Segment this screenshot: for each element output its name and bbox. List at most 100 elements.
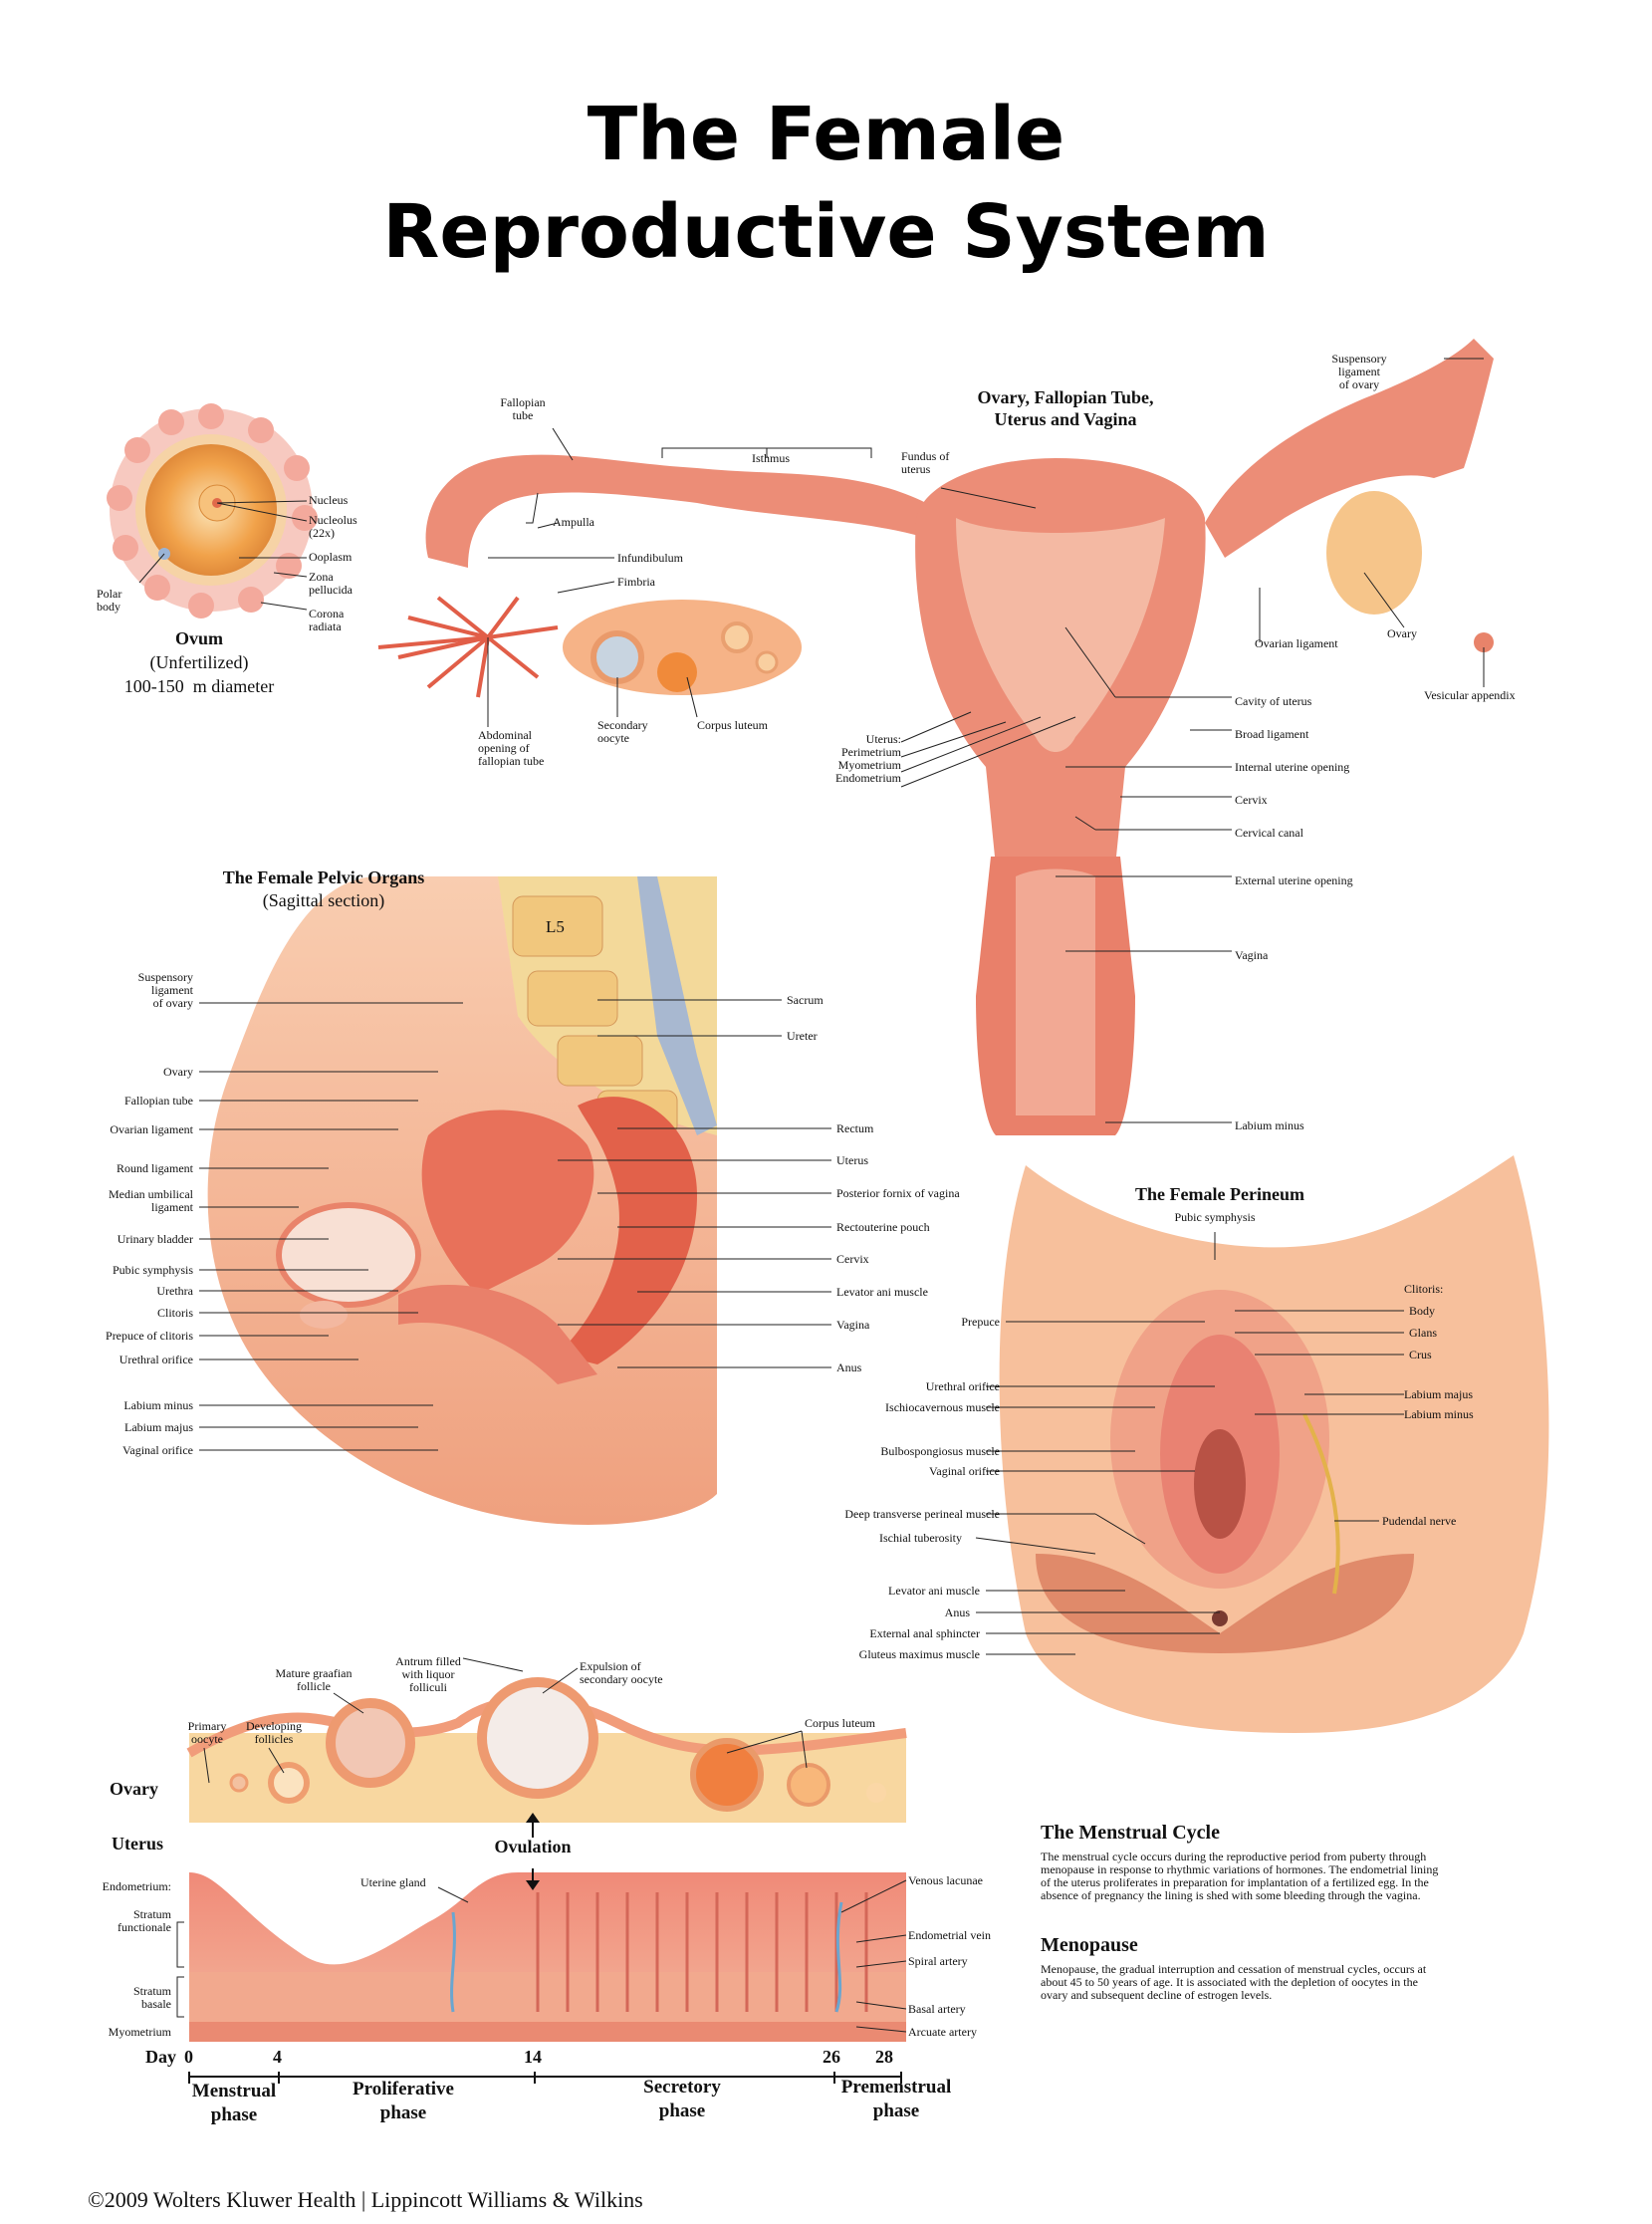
footer-copyright: ©2009 Wolters Kluwer Health | Lippincott… bbox=[88, 2187, 643, 2212]
cycle-right-label: Basal artery bbox=[908, 2002, 966, 2016]
perineum-right-label: Labium minus bbox=[1404, 1407, 1474, 1421]
label-external-opening: External uterine opening bbox=[1235, 873, 1353, 887]
perineum-left-label: Bulbospongiosus muscle bbox=[880, 1444, 1000, 1458]
perineum-right-label: Clitoris: bbox=[1404, 1282, 1444, 1296]
pelvic-sub: (Sagittal section) bbox=[262, 890, 385, 910]
label-vesicular: Vesicular appendix bbox=[1424, 688, 1516, 702]
ovary-cycle-illustration bbox=[186, 1677, 907, 1823]
cycle-right-label: Spiral artery bbox=[908, 1954, 968, 1968]
pelvic-right-label: Rectum bbox=[836, 1121, 874, 1135]
label-uterus-layers: Uterus: Perimetrium Myometrium Endometri… bbox=[835, 732, 901, 785]
label-ovulation: Ovulation bbox=[494, 1837, 572, 1856]
label-cervix-top: Cervix bbox=[1235, 793, 1268, 807]
pelvic-right-label: Vagina bbox=[836, 1318, 870, 1332]
label-internal-opening: Internal uterine opening bbox=[1235, 760, 1350, 774]
perineum-left-label: Prepuce bbox=[961, 1315, 1000, 1329]
pelvic-left-label: Median umbilical ligament bbox=[109, 1187, 193, 1214]
pelvic-left-label: Fallopian tube bbox=[124, 1094, 193, 1108]
pelvic-left-label: Ovarian ligament bbox=[110, 1122, 193, 1136]
label-fimbria: Fimbria bbox=[617, 575, 655, 589]
label-uterine-gland: Uterine gland bbox=[360, 1875, 426, 1889]
perineum-right-label: Glans bbox=[1409, 1326, 1437, 1340]
perineum-left-label: Ischial tuberosity bbox=[879, 1531, 962, 1545]
label-vagina-top: Vagina bbox=[1235, 948, 1269, 962]
label-cervical-canal: Cervical canal bbox=[1235, 826, 1303, 840]
phase-label: Proliferative phase bbox=[353, 2079, 454, 2123]
label-myometrium: Myometrium bbox=[108, 2025, 171, 2039]
perineum-left-label: Deep transverse perineal muscle bbox=[844, 1507, 1000, 1521]
title-line-2: Reproductive System bbox=[382, 189, 1270, 275]
label-suspensory-top: Suspensory ligament of ovary bbox=[1331, 352, 1387, 391]
perineum-left-label: Gluteus maximus muscle bbox=[858, 1647, 980, 1661]
pelvic-left-label: Ovary bbox=[163, 1065, 193, 1079]
label-l5: L5 bbox=[546, 917, 565, 936]
uterus-illustration bbox=[377, 339, 1494, 1135]
ovum-heading: Ovum bbox=[174, 628, 223, 648]
pelvic-left-label: Prepuce of clitoris bbox=[106, 1329, 193, 1343]
label-isthmus: Isthmus bbox=[752, 451, 791, 465]
perineum-left-label: Levator ani muscle bbox=[888, 1584, 980, 1598]
day-tick-label: 4 bbox=[273, 2047, 282, 2067]
ovum-sub2: 100-150 m diameter bbox=[123, 676, 275, 696]
label-stratum-basale: Stratum basale bbox=[133, 1984, 171, 2011]
pelvic-right-label: Cervix bbox=[836, 1252, 869, 1266]
label-antrum: Antrum filled with liquor folliculi bbox=[395, 1654, 461, 1694]
pelvic-left-label: Urethra bbox=[156, 1284, 193, 1298]
label-expulsion: Expulsion of secondary oocyte bbox=[580, 1659, 663, 1686]
cycle-right-label: Endometrial vein bbox=[908, 1928, 991, 1942]
ovum-label-polar: Polar body bbox=[97, 587, 122, 614]
cycle-right-label: Arcuate artery bbox=[908, 2025, 977, 2039]
pelvic-right-label: Anus bbox=[836, 1360, 862, 1374]
label-broad: Broad ligament bbox=[1235, 727, 1309, 741]
pelvic-left-label: Round ligament bbox=[117, 1161, 193, 1175]
label-primary-oocyte: Primary oocyte bbox=[187, 1719, 227, 1746]
label-corpus-luteum-cycle: Corpus luteum bbox=[805, 1716, 875, 1730]
perineum-right-label: Pudendal nerve bbox=[1382, 1514, 1457, 1528]
label-uterus-row: Uterus bbox=[112, 1834, 163, 1853]
pelvic-right-label: Uterus bbox=[836, 1153, 868, 1167]
pelvic-left-label: Vaginal orifice bbox=[122, 1443, 193, 1457]
label-cavity: Cavity of uterus bbox=[1235, 694, 1312, 708]
ovum-illustration bbox=[107, 403, 318, 618]
label-fundus: Fundus of uterus bbox=[901, 449, 950, 476]
day-tick-label: 26 bbox=[823, 2047, 840, 2067]
label-fallopian-tube: Fallopian tube bbox=[500, 395, 546, 422]
label-ovary-row: Ovary bbox=[110, 1779, 158, 1799]
ovum-label-zona: Zona pellucida bbox=[309, 570, 353, 597]
menopause-body: Menopause, the gradual interruption and … bbox=[1041, 1962, 1427, 2002]
pelvic-left-label: Urinary bladder bbox=[117, 1232, 193, 1246]
phase-label: Premenstrual phase bbox=[840, 2077, 952, 2121]
ovum-sub1: (Unfertilized) bbox=[149, 652, 249, 672]
label-mature-follicle: Mature graafian follicle bbox=[275, 1666, 353, 1693]
label-developing-follicles: Developing follicles bbox=[246, 1719, 302, 1746]
pelvic-left-label: Labium majus bbox=[124, 1420, 193, 1434]
pelvic-left-label: Clitoris bbox=[156, 1306, 193, 1320]
label-secondary-oocyte: Secondary oocyte bbox=[597, 718, 648, 745]
day-tick-label: 14 bbox=[524, 2047, 542, 2067]
label-corpus-luteum-top: Corpus luteum bbox=[697, 718, 768, 732]
pelvic-left-label: Pubic symphysis bbox=[112, 1263, 193, 1277]
label-pubic-symphysis-per: Pubic symphysis bbox=[1174, 1210, 1256, 1224]
phase-label: Menstrual phase bbox=[191, 2081, 277, 2125]
leader-lines bbox=[138, 358, 1485, 2033]
ovum-label-nucleolus: Nucleolus (22x) bbox=[309, 513, 357, 540]
pelvic-left-label: Suspensory ligament of ovary bbox=[137, 970, 193, 1010]
perineum-left-label: Ischiocavernous muscle bbox=[885, 1400, 1000, 1414]
phase-label: Secretory phase bbox=[643, 2077, 721, 2121]
pelvic-heading: The Female Pelvic Organs bbox=[222, 867, 425, 887]
pelvic-right-label: Levator ani muscle bbox=[836, 1285, 928, 1299]
perineum-heading: The Female Perineum bbox=[1135, 1184, 1304, 1204]
label-ampulla: Ampulla bbox=[553, 515, 594, 529]
label-stratum-functionale: Stratum functionale bbox=[118, 1907, 171, 1934]
day-tick-label: 28 bbox=[875, 2047, 893, 2067]
perineum-left-label: Urethral orifice bbox=[925, 1379, 1000, 1393]
cycle-right-label: Venous lacunae bbox=[908, 1873, 983, 1887]
perineum-right-label: Labium majus bbox=[1404, 1387, 1473, 1401]
label-ovary-top: Ovary bbox=[1387, 626, 1417, 640]
pelvic-left-label: Urethral orifice bbox=[118, 1353, 193, 1366]
perineum-right-label: Body bbox=[1409, 1304, 1436, 1318]
perineum-illustration bbox=[999, 1155, 1549, 1733]
menopause-heading: Menopause bbox=[1041, 1934, 1138, 1956]
uterus-heading: Ovary, Fallopian Tube, Uterus and Vagina bbox=[977, 387, 1154, 429]
pelvic-right-label: Sacrum bbox=[787, 993, 824, 1007]
